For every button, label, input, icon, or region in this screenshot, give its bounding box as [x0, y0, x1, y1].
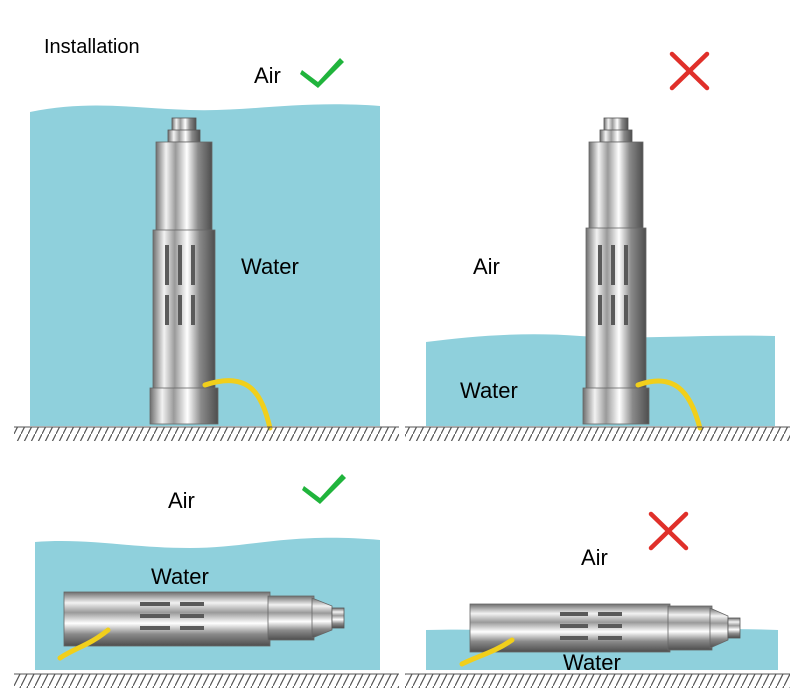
check-icon	[300, 58, 344, 88]
water-label: Water	[460, 378, 518, 403]
page-title: Installation	[44, 36, 140, 58]
pump-horizontal-3	[63, 591, 345, 647]
ground-2	[405, 427, 790, 441]
air-label: Air	[254, 63, 281, 88]
pump-vertical-1	[149, 117, 219, 425]
cable-1	[202, 378, 273, 431]
pump-vertical-2	[582, 117, 650, 425]
ground-3	[14, 674, 399, 688]
cross-icon	[648, 511, 689, 551]
water-label: Water	[151, 564, 209, 589]
water-label: Water	[241, 254, 299, 279]
air-label: Air	[168, 488, 195, 513]
ground-1	[14, 427, 399, 441]
cross-icon	[669, 51, 710, 91]
pump-horizontal-4	[469, 603, 741, 653]
cable-4	[459, 637, 515, 667]
water-label: Water	[563, 650, 621, 675]
ground-4	[405, 674, 790, 688]
check-icon	[302, 474, 346, 504]
air-label: Air	[581, 545, 608, 570]
cable-3	[57, 627, 111, 661]
air-label: Air	[473, 254, 500, 279]
cable-2	[635, 378, 703, 431]
